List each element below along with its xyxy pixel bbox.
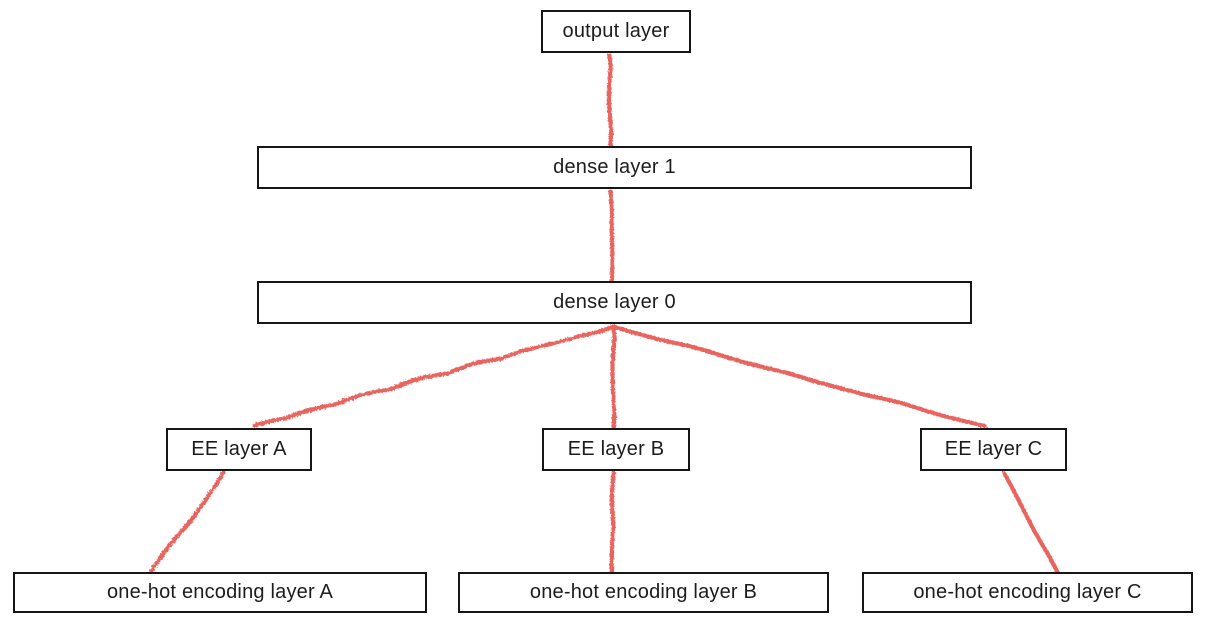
node-one-hot-encoding-layer-a: one-hot encoding layer A (13, 572, 427, 613)
node-ee-layer-b-label: EE layer B (567, 438, 665, 460)
edge-ee-layer-a-to-one-hot-a (148, 468, 225, 574)
edge-ee-layer-c-to-one-hot-c (999, 468, 1059, 574)
node-dense-layer-0: dense layer 0 (257, 281, 972, 324)
node-one-hot-encoding-layer-b: one-hot encoding layer B (458, 572, 829, 613)
node-output-layer: output layer (541, 10, 691, 53)
node-ee-layer-a: EE layer A (166, 428, 312, 471)
node-ee-layer-c-label: EE layer C (944, 438, 1043, 460)
node-ee-layer-b: EE layer B (542, 428, 690, 471)
node-ee-layer-c: EE layer C (920, 428, 1067, 471)
node-dense-layer-0-label: dense layer 0 (553, 291, 676, 313)
node-one-hot-encoding-layer-a-label: one-hot encoding layer A (106, 581, 334, 603)
edge-dense-layer-0-to-ee-layer-c (609, 322, 987, 428)
edge-output-layer-to-dense-layer-1 (605, 51, 612, 150)
node-ee-layer-a-label: EE layer A (191, 438, 287, 460)
node-output-layer-label: output layer (562, 20, 670, 42)
node-dense-layer-1-label: dense layer 1 (553, 156, 676, 178)
node-dense-layer-1: dense layer 1 (257, 146, 972, 189)
edge-dense-layer-0-to-ee-layer-a (250, 322, 615, 427)
node-one-hot-encoding-layer-b-label: one-hot encoding layer B (529, 581, 758, 603)
node-one-hot-encoding-layer-c: one-hot encoding layer C (862, 572, 1193, 613)
node-one-hot-encoding-layer-c-label: one-hot encoding layer C (913, 581, 1142, 603)
edge-ee-layer-b-to-one-hot-b (607, 468, 615, 574)
edge-dense-layer-1-to-dense-layer-0 (606, 187, 614, 285)
